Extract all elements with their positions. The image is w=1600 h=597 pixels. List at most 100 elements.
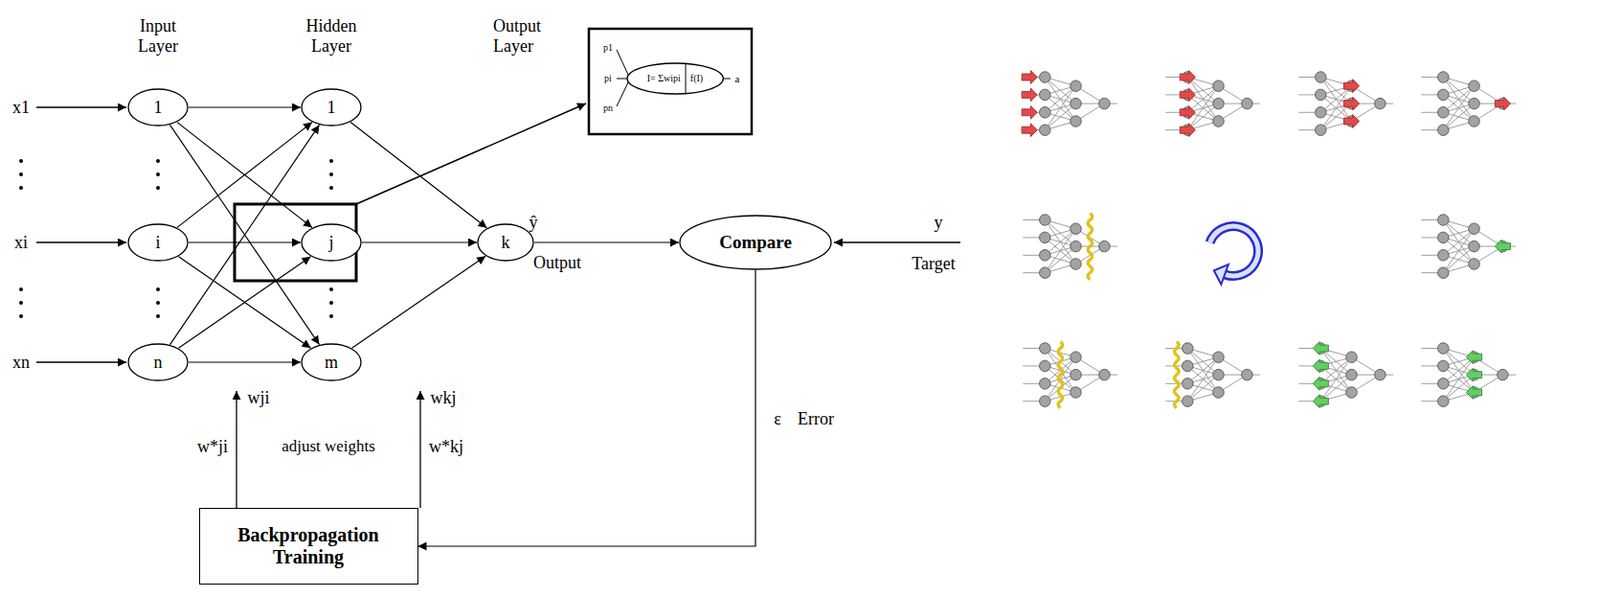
hidden-neuron: m — [300, 342, 362, 382]
step-arrow — [1312, 341, 1329, 356]
edge-label: Output — [531, 252, 584, 273]
step-arrow — [1465, 350, 1482, 364]
node-text: Backpropagation Training — [217, 523, 400, 568]
node-ellipse — [301, 224, 361, 261]
connector-arrow — [188, 106, 301, 108]
step-arrow — [1021, 70, 1037, 85]
step-arrow — [1343, 96, 1359, 111]
connector-arrow — [170, 124, 320, 344]
cycle-arrowhead — [1214, 264, 1229, 285]
node-ellipse — [627, 63, 723, 94]
hidden-neuron: 1 — [300, 88, 362, 127]
node-text: I= Σwipi — [647, 72, 681, 85]
step-arrow — [1312, 359, 1329, 373]
connector-arrow — [352, 255, 487, 348]
input-neuron: n — [127, 342, 189, 382]
step-arrow — [1179, 88, 1195, 102]
connector-arrow — [188, 360, 301, 362]
input-arrow — [36, 360, 127, 362]
step-arrow — [1465, 385, 1482, 400]
output-neuron: k — [476, 223, 535, 262]
layer-label: Hidden Layer — [296, 16, 366, 56]
connector-arrow — [188, 241, 301, 243]
node-ellipse — [128, 224, 188, 261]
step-arrow — [1465, 367, 1482, 382]
compare-ellipse: Compare — [678, 214, 833, 271]
step-arrow — [1021, 123, 1037, 137]
weight-arrow — [235, 390, 237, 508]
weight-symbol: wkj — [430, 387, 457, 408]
neuron-unit: I= Σwipi f(I) — [626, 62, 724, 95]
neuron-inset — [588, 28, 752, 135]
step-arrow — [1494, 239, 1510, 253]
node-text: m — [324, 352, 339, 373]
node-ellipse — [679, 215, 832, 270]
training-steps — [1021, 70, 1516, 408]
inset-input-line — [616, 49, 630, 77]
node-text: j — [328, 232, 334, 253]
step-arrow — [1179, 70, 1195, 85]
weight-arrow — [419, 390, 421, 508]
input-symbol: x1 — [12, 97, 30, 118]
step-arrow — [1179, 105, 1195, 119]
error-symbol: ε — [773, 408, 782, 429]
node-text: n — [154, 352, 163, 373]
cycle-arrow — [1210, 225, 1259, 285]
step-network — [1298, 71, 1394, 136]
weight-symbol: w*kj — [428, 436, 464, 457]
step-network — [1420, 214, 1516, 279]
node-ellipse — [477, 224, 534, 261]
step-arrow — [1312, 394, 1329, 408]
input-symbol: xn — [12, 352, 30, 373]
weight-symbol: wji — [247, 387, 270, 408]
input-arrow — [36, 106, 127, 108]
node-text: f(I) — [690, 72, 703, 85]
node-text: i — [155, 232, 160, 253]
weight-update-wave — [1174, 341, 1180, 408]
step-network — [1420, 342, 1516, 407]
connector-arrow — [350, 122, 487, 228]
step-arrow — [1179, 123, 1195, 137]
input-neuron: i — [127, 223, 189, 262]
adjust-label: adjust weights — [281, 436, 376, 456]
target-arrow — [833, 241, 961, 243]
connector-arrow — [177, 122, 313, 228]
step-arrow — [1343, 114, 1359, 129]
step-network — [1022, 341, 1118, 408]
step-arrow — [1494, 96, 1510, 111]
target-label: Target — [911, 253, 955, 274]
inset-input: pi — [604, 72, 612, 85]
inset-output: a — [735, 72, 741, 86]
step-network — [1022, 213, 1118, 280]
step-network — [1165, 70, 1261, 137]
connector-arrow — [170, 124, 320, 344]
step-network — [1298, 341, 1394, 408]
inset-input: pn — [603, 102, 613, 114]
node-ellipse — [301, 343, 361, 381]
backprop-box: Backpropagation Training — [199, 507, 419, 585]
input-neuron: 1 — [127, 88, 189, 127]
step-arrow — [1312, 376, 1329, 390]
input-symbol: xi — [14, 232, 28, 253]
output-symbol: ŷ — [529, 212, 539, 233]
unit-divider — [684, 63, 686, 94]
hidden-neuron: j — [300, 223, 362, 262]
inset-input: p1 — [603, 42, 613, 54]
input-arrow — [36, 241, 127, 243]
node-text: 1 — [154, 97, 163, 118]
node-ellipse — [128, 343, 188, 381]
inset-input-line — [616, 80, 630, 107]
node-ellipse — [301, 89, 361, 126]
target-symbol: y — [934, 212, 944, 233]
step-network — [1165, 341, 1261, 408]
step-arrow — [1021, 88, 1037, 102]
weight-symbol: w*ji — [197, 436, 228, 457]
connector-arrow — [534, 241, 679, 243]
step-network — [1420, 71, 1516, 136]
connector-arrow — [418, 270, 757, 546]
layer-label: Input Layer — [129, 16, 187, 56]
connector-arrow — [177, 122, 313, 228]
connector-arrow — [361, 241, 477, 243]
connector-arrow — [178, 256, 311, 348]
step-arrow — [1343, 79, 1359, 93]
